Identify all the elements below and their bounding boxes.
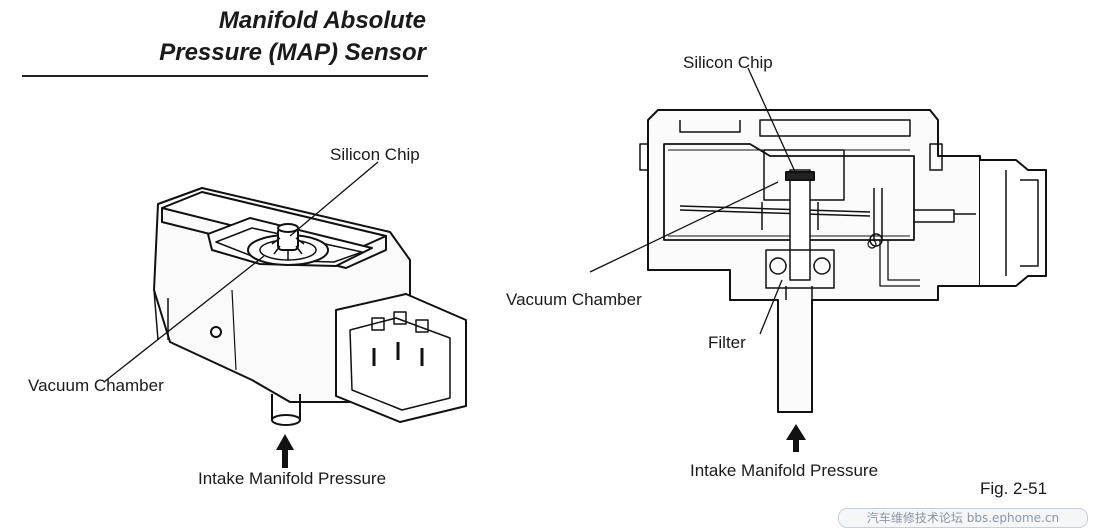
watermark: 汽车维修技术论坛 bbs.ephome.cn	[838, 508, 1088, 528]
figure-number: Fig. 2-51	[980, 479, 1048, 498]
cross-section-connector	[980, 159, 1047, 287]
intake-pressure-arrow	[276, 434, 294, 468]
left-label-intake-pressure: Intake Manifold Pressure	[198, 469, 387, 488]
page-title-line-2: Pressure (MAP) Sensor	[159, 39, 426, 66]
filter-housing	[765, 249, 835, 289]
left-label-silicon-chip: Silicon Chip	[330, 145, 420, 164]
page-title-line-1: Manifold Absolute	[218, 7, 426, 34]
cross-section-housing	[647, 109, 981, 413]
right-label-filter: Filter	[708, 333, 746, 352]
map-sensor-cross-section	[589, 67, 1047, 452]
silicon-chip-pedestal	[763, 149, 845, 201]
map-sensor-external-illustration	[103, 161, 467, 468]
left-label-vacuum-chamber: Vacuum Chamber	[28, 376, 164, 395]
title-underline	[22, 75, 428, 77]
right-label-silicon-chip: Silicon Chip	[683, 53, 773, 72]
right-intake-pressure-arrow	[786, 424, 806, 452]
vacuum-chamber-cavity	[663, 143, 915, 241]
right-label-vacuum-chamber: Vacuum Chamber	[506, 290, 642, 309]
electrical-connector	[335, 293, 467, 423]
right-label-intake-pressure: Intake Manifold Pressure	[690, 461, 879, 480]
silicon-chip	[785, 171, 815, 181]
